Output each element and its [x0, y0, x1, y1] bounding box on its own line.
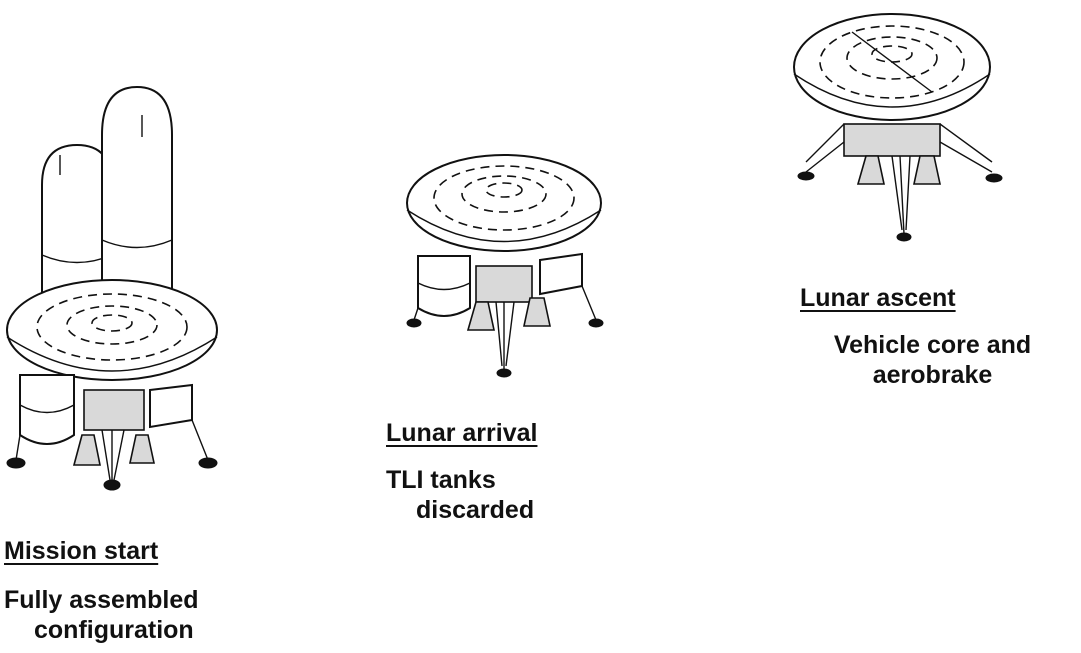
stage-description-lunar-arrival: TLI tanks discarded	[386, 465, 534, 525]
aerobrake-disc	[407, 155, 601, 251]
stage-title-lunar-ascent: Lunar ascent	[800, 284, 956, 313]
aerobrake-disc	[7, 280, 217, 380]
stage-description-line: discarded	[386, 495, 534, 525]
stage-title-mission-start: Mission start	[4, 537, 158, 566]
stage-description-mission-start: Fully assembled configuration	[4, 585, 199, 645]
aerobrake-disc	[794, 14, 990, 120]
stage-description-line: TLI tanks	[386, 465, 534, 495]
vehicle-lunar-arrival-illustration	[404, 148, 609, 388]
stage-description-line: Vehicle core and	[800, 330, 1065, 360]
stage-description-line: configuration	[4, 615, 199, 645]
tli-tank-right	[102, 87, 172, 313]
vehicle-lunar-ascent-illustration	[792, 12, 1012, 252]
stage-description-line: aerobrake	[800, 360, 1065, 390]
stage-description-lunar-ascent: Vehicle core and aerobrake	[800, 330, 1065, 390]
vehicle-mission-start-illustration	[2, 75, 227, 495]
stage-description-line: Fully assembled	[4, 585, 199, 615]
stage-title-lunar-arrival: Lunar arrival	[386, 419, 537, 448]
